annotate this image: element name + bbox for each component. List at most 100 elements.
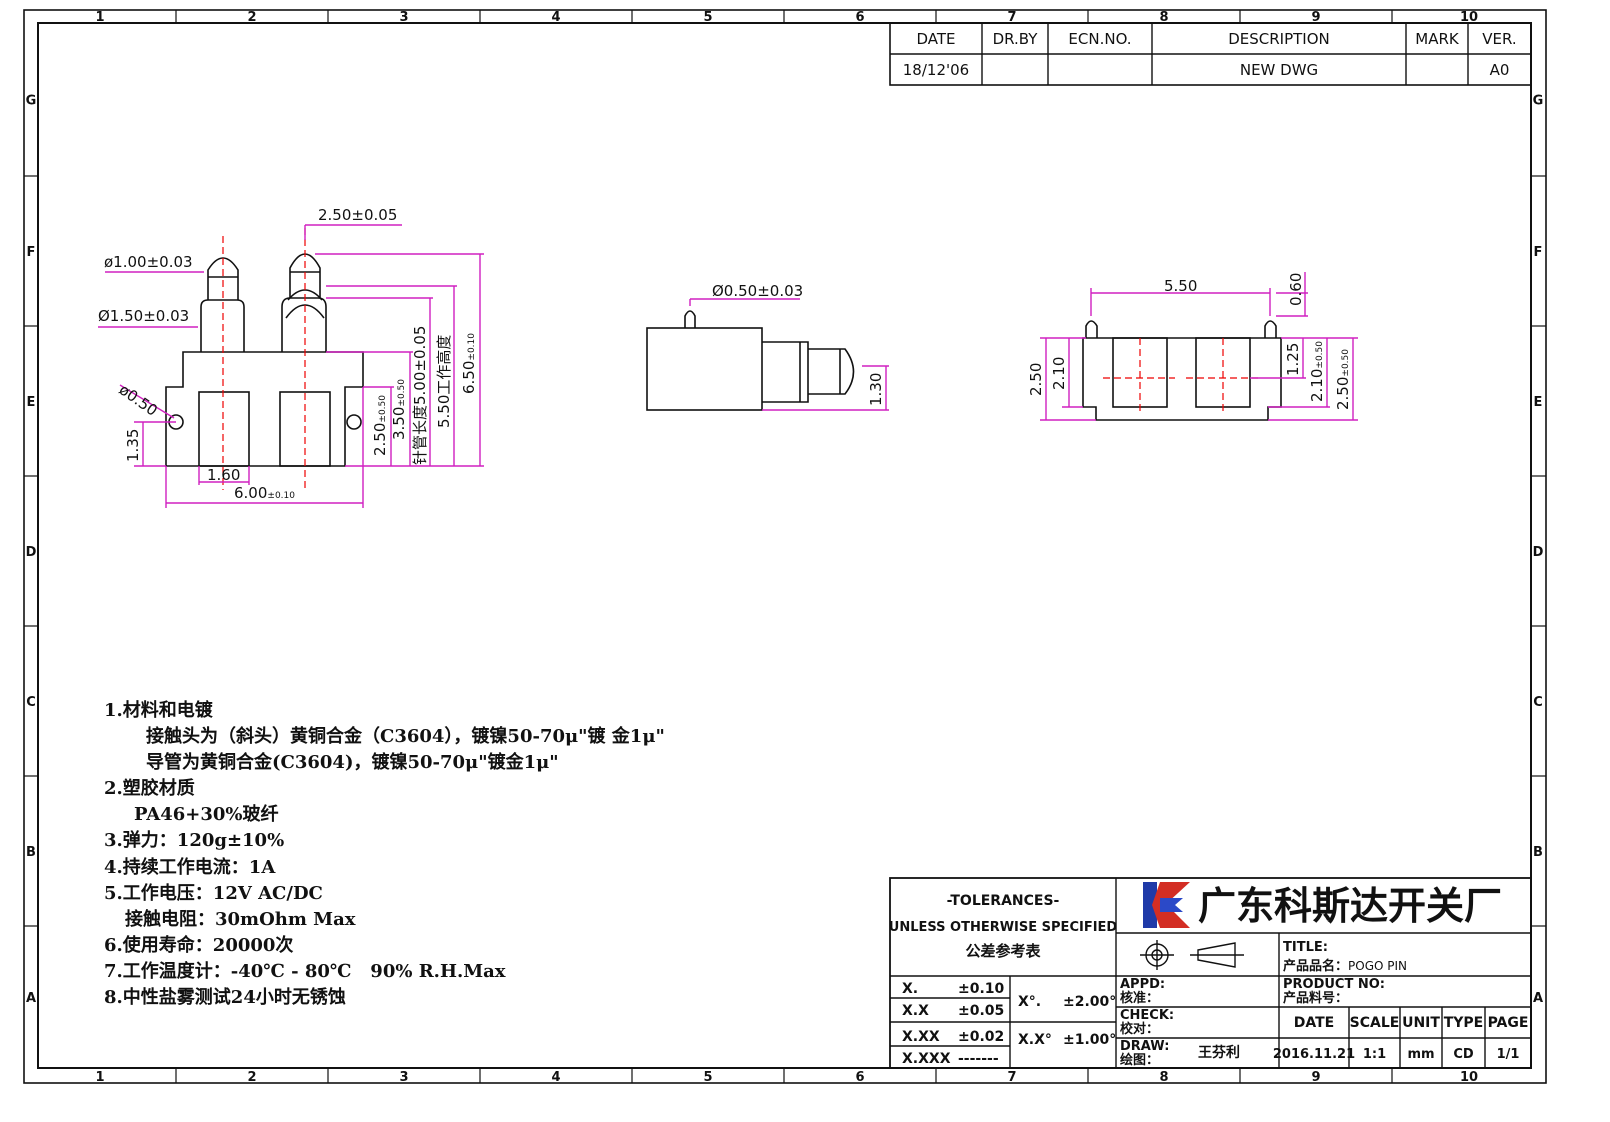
note-2: 2.塑胶材质 <box>104 778 195 800</box>
side-housing <box>646 327 763 411</box>
zone-col-top-9: 9 <box>1311 10 1320 25</box>
zone-row-left-D: D <box>26 545 37 560</box>
dim-060: 0.60 <box>1287 273 1305 306</box>
info-header-0: DATE <box>1294 1015 1334 1031</box>
side-tip <box>808 348 855 395</box>
zone-col-top-5: 5 <box>703 10 712 25</box>
rev-header-5: VER. <box>1482 30 1516 48</box>
dim-650: 6.50±0.10 <box>460 333 478 394</box>
zone-row-right-A: A <box>1533 991 1543 1006</box>
dim-250: 2.50±0.50 <box>371 395 389 456</box>
rev-header-4: MARK <box>1415 30 1460 48</box>
tol-val-2: ±0.02 <box>958 1029 1004 1045</box>
info-header-4: PAGE <box>1488 1015 1529 1031</box>
dim-250-right: 2.50±0.50 <box>1334 349 1352 410</box>
ang-val-1: ±1.00° <box>1063 1032 1116 1048</box>
zone-col-top-2: 2 <box>247 10 256 25</box>
drawer-name: 王芬利 <box>1198 1044 1240 1061</box>
zone-row-right-E: E <box>1534 395 1543 410</box>
front-view: 2.50±0.05 ø1.00±0.03 Ø1.50±0.03 ø0.50 1.… <box>98 206 484 508</box>
zone-col-top-4: 4 <box>551 10 560 25</box>
product-no-label: PRODUCT NO: <box>1283 977 1385 992</box>
side-tube <box>762 341 809 403</box>
note-1b: 导管为黄铜合金(C3604)，镀镍50-70μ"镀金1μ" <box>146 752 559 774</box>
company-name: 广东科斯达开关厂 <box>1198 884 1502 928</box>
zone-row-left-F: F <box>27 245 36 260</box>
ang-key-0: X°. <box>1018 994 1041 1010</box>
dim-125: 1.25 <box>1284 343 1302 376</box>
dim-hole: ø0.50 <box>116 381 161 420</box>
title-block <box>889 877 1532 1069</box>
side-dimensions: Ø0.50±0.03 1.30 <box>689 282 889 411</box>
dim-350: 3.50±0.50 <box>390 379 408 440</box>
zone-col-bottom-10: 10 <box>1460 1070 1478 1085</box>
dim-130: 1.30 <box>867 373 885 406</box>
tolerances-cn: 公差参考表 <box>965 942 1041 960</box>
front-housing-outline <box>165 351 364 467</box>
front-hole-right <box>346 414 362 430</box>
front-dimensions: 2.50±0.05 ø1.00±0.03 Ø1.50±0.03 ø0.50 1.… <box>98 206 484 508</box>
zone-row-right-G: G <box>1533 94 1544 109</box>
zone-col-top-6: 6 <box>855 10 864 25</box>
zone-row-right-F: F <box>1534 245 1543 260</box>
info-header-1: SCALE <box>1350 1015 1400 1031</box>
dim-250-left: 2.50 <box>1027 363 1045 396</box>
dim-peg-dia: Ø0.50±0.03 <box>712 282 803 300</box>
front-slot-left <box>198 391 250 467</box>
bottom-dimensions: 5.50 0.60 2.50 2.10 1.25 2.10±0.50 2.50±… <box>1027 272 1358 421</box>
rev-value-5: A0 <box>1490 61 1510 79</box>
zone-col-bottom-7: 7 <box>1007 1070 1016 1085</box>
zone-col-top-10: 10 <box>1460 10 1478 25</box>
note-7: 7.工作温度计：-40℃ - 80℃ 90% R.H.Max <box>104 960 506 982</box>
info-header-3: TYPE <box>1444 1015 1484 1031</box>
dim-tip-dia: ø1.00±0.03 <box>104 253 193 271</box>
note-6: 6.使用寿命：20000次 <box>104 934 294 956</box>
zone-col-top-1: 1 <box>95 10 104 25</box>
zone-col-bottom-3: 3 <box>399 1070 408 1085</box>
bottom-view: 5.50 0.60 2.50 2.10 1.25 2.10±0.50 2.50±… <box>1027 272 1358 421</box>
note-4: 4.持续工作电流：1A <box>104 856 276 878</box>
dim-135: 1.35 <box>124 429 142 462</box>
info-header-2: UNIT <box>1402 1015 1440 1031</box>
title-label: TITLE: <box>1283 940 1328 955</box>
zone-row-right-B: B <box>1533 845 1543 860</box>
tol-val-1: ±0.05 <box>958 1003 1004 1019</box>
ang-val-0: ±2.00° <box>1063 994 1116 1010</box>
dim-210-right: 2.10±0.50 <box>1308 341 1326 402</box>
zone-row-left-B: B <box>26 845 36 860</box>
product-name-label: 产品品名： <box>1283 958 1348 974</box>
zone-col-top-3: 3 <box>399 10 408 25</box>
rev-header-0: DATE <box>916 30 955 48</box>
zone-col-top-8: 8 <box>1159 10 1168 25</box>
zone-col-bottom-5: 5 <box>703 1070 712 1085</box>
ang-key-1: X.X° <box>1018 1032 1052 1048</box>
appd-label: APPD: <box>1120 977 1165 992</box>
note-3: 3.弹力：120g±10% <box>104 830 285 852</box>
zone-row-left-E: E <box>27 395 36 410</box>
info-value-0: 2016.11.21 <box>1273 1047 1355 1062</box>
tol-val-0: ±0.10 <box>958 981 1005 997</box>
draw-label-cn: 绘图： <box>1120 1052 1159 1068</box>
side-view: Ø0.50±0.03 1.30 <box>646 282 889 411</box>
zone-row-left-G: G <box>26 94 37 109</box>
title-block-text: -TOLERANCES-UNLESS OTHERWISE SPECIFIED公差… <box>889 884 1529 1068</box>
technical-notes: 1.材料和电镀 接触头为（斜头）黄铜合金（C3604），镀镍50-70μ"镀 金… <box>104 698 744 1011</box>
dim-pitch: 2.50±0.05 <box>318 206 397 224</box>
dim-160: 1.60 <box>207 466 240 484</box>
bottom-peg-left <box>1085 320 1098 338</box>
side-peg <box>684 310 696 328</box>
tolerances-title: -TOLERANCES- <box>947 893 1060 909</box>
company-logo-icon <box>1143 882 1190 928</box>
dim-work-height: 5.50工作高度 <box>435 335 453 428</box>
tol-key-2: X.XX <box>902 1029 940 1045</box>
zone-col-bottom-4: 4 <box>551 1070 560 1085</box>
zone-col-bottom-9: 9 <box>1311 1070 1320 1085</box>
product-no-label-cn: 产品料号： <box>1283 990 1348 1006</box>
zone-ticks <box>24 10 1546 1083</box>
zone-row-right-C: C <box>1533 695 1543 710</box>
note-5a: 接触电阻：30mOhm Max <box>125 908 356 930</box>
bottom-peg-right <box>1264 320 1277 338</box>
appd-label-cn: 核准： <box>1120 990 1159 1006</box>
check-label: CHECK: <box>1120 1008 1174 1023</box>
